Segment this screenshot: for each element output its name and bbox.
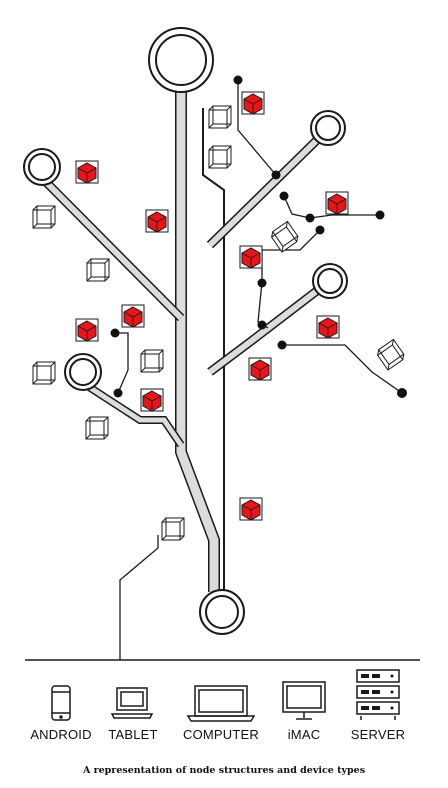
ring-node-lower-left [64,353,102,391]
device-label-server: SERVER [350,727,406,742]
branch-lower-left [83,381,185,448]
branch-upper-left [38,174,185,322]
ring-node-bottom [199,589,245,635]
laptop-icon [186,685,256,722]
ring-node-middle-right [312,263,348,299]
device-label-tablet: TABLET [108,727,158,742]
right-trunk [202,108,225,592]
connector-dots [110,75,407,398]
device-label-imac: iMAC [287,727,321,742]
branch-upper-right [206,136,321,249]
device-label-computer: COMPUTER [183,727,259,742]
ring-node-upper-left [23,148,61,186]
desktop-monitor-icon [282,681,326,720]
tablet-icon [110,687,154,719]
main-trunk [175,92,220,592]
figure-caption: A representation of node structures and … [82,765,366,776]
ring-node-upper-right [310,110,346,146]
ring-node-top [148,27,214,93]
server-rack-icon [356,669,400,720]
branch-middle-right [207,286,321,376]
device-label-android: ANDROID [30,727,92,742]
smartphone-icon [51,685,71,721]
